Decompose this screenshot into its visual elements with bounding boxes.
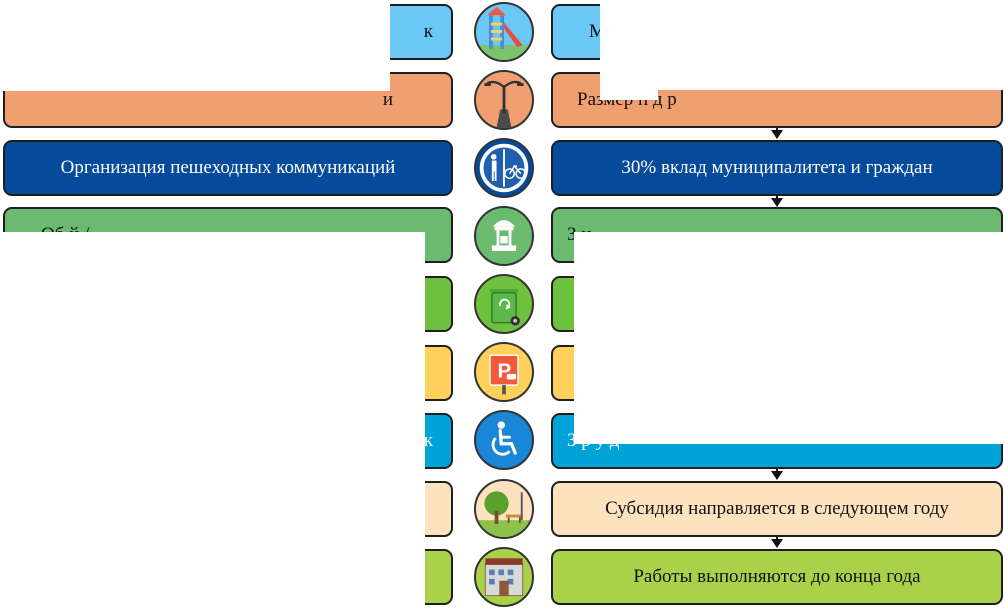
arrow-down-7-icon	[771, 471, 783, 480]
fountain-icon	[474, 206, 534, 266]
right-box-9-label: Работы выполняются до конца года	[633, 566, 921, 587]
playground-icon	[474, 2, 534, 62]
redaction-mask-top-right-small	[600, 0, 658, 100]
right-box-3-label: 30% вклад муниципалитета и граждан	[621, 157, 933, 178]
redaction-mask-top-left	[0, 0, 390, 42]
park-icon	[474, 479, 534, 539]
redaction-mask-mid-right	[574, 232, 1005, 444]
right-box-8-label: Субсидия направляется в следующем году	[605, 498, 949, 519]
arrow-down-2-icon	[771, 130, 783, 139]
redaction-mask-top-right-strip	[658, 0, 1005, 42]
right-box-8: Субсидия направляется в следующем году	[551, 481, 1003, 537]
left-box-3: Организация пешеходных коммуникаций	[3, 140, 453, 196]
right-box-9: Работы выполняются до конца года	[551, 549, 1003, 605]
street-lamp-icon	[474, 70, 534, 130]
redaction-mask-upper-left	[0, 42, 390, 91]
right-box-3: 30% вклад муниципалитета и граждан	[551, 140, 1003, 196]
redaction-mask-upper-right	[653, 42, 1005, 90]
left-box-2-label: и	[382, 89, 393, 110]
left-box-7-label: к	[423, 430, 433, 451]
pedestrian-bicycle-icon	[474, 138, 534, 198]
left-box-3-label: Организация пешеходных коммуникаций	[60, 157, 396, 178]
wheelchair-icon	[474, 410, 534, 470]
recycle-bin-icon	[474, 274, 534, 334]
arrow-down-3-icon	[771, 198, 783, 207]
parking-icon: P	[474, 342, 534, 402]
redaction-mask-lower-left	[0, 232, 425, 608]
arrow-down-8-icon	[771, 539, 783, 548]
left-box-1-label: к	[423, 21, 433, 42]
building-icon	[474, 547, 534, 607]
